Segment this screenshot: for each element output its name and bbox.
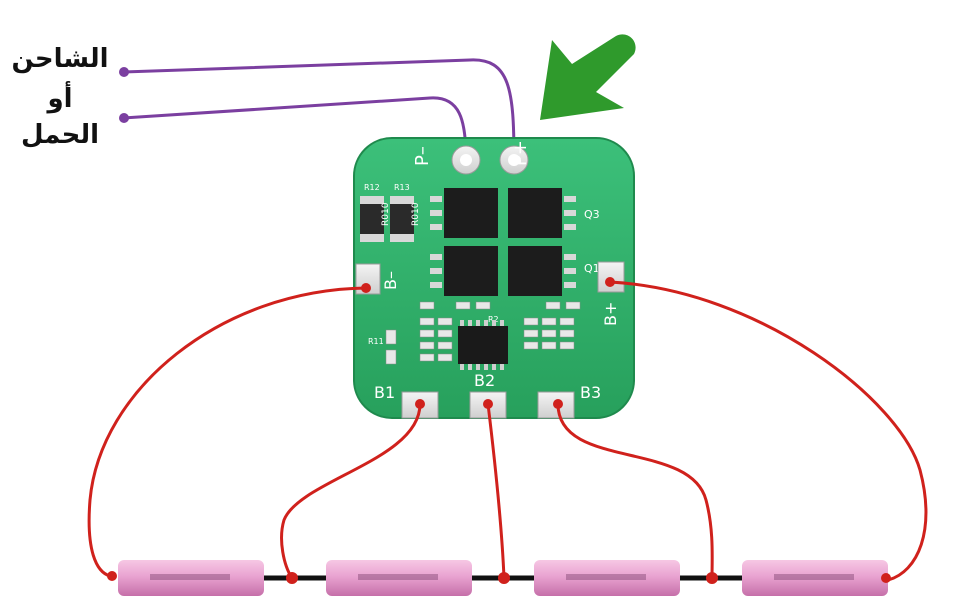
arrow-down-left-icon — [540, 34, 636, 120]
wire-end-p-plus — [119, 67, 129, 77]
label-q3: Q3 — [584, 208, 600, 221]
pad-label-b-plus: B+ — [601, 302, 620, 326]
label-r12: R12 — [364, 183, 380, 192]
label-r13: R13 — [394, 183, 410, 192]
resistor-code-2: R010 — [411, 202, 421, 226]
pad-label-b1: B1 — [374, 383, 395, 402]
battery-cell-1 — [118, 560, 264, 596]
wire-b2 — [486, 403, 506, 579]
pad-label-p-plus: P+ — [510, 140, 531, 166]
pad-label-b3: B3 — [580, 383, 601, 402]
wire-b3 — [556, 403, 714, 579]
label-charger: الشاحن — [11, 44, 109, 74]
battery-cell-3 — [534, 560, 680, 596]
battery-cell-4 — [742, 560, 888, 596]
label-load: الحمل — [20, 120, 100, 150]
wire-p-plus — [123, 58, 516, 161]
label-r11: R11 — [368, 337, 384, 346]
wire-b-plus — [609, 280, 928, 582]
wire-b-minus — [87, 286, 367, 578]
battery-cell-2 — [326, 560, 472, 596]
wire-b1 — [280, 403, 422, 579]
wire-end-p-minus — [119, 113, 129, 123]
bms-board: P– P+ R010 R010 R12 R13 Q3 — [353, 137, 635, 419]
label-r2: R2 — [488, 315, 499, 324]
label-q1: Q1 — [584, 262, 600, 275]
pad-label-b2: B2 — [474, 371, 495, 390]
pad-label-p-minus: P– — [412, 146, 433, 166]
resistor-code-1: R010 — [381, 202, 391, 226]
pad-label-b-minus: B– — [381, 271, 400, 290]
label-or: أو — [47, 84, 73, 114]
